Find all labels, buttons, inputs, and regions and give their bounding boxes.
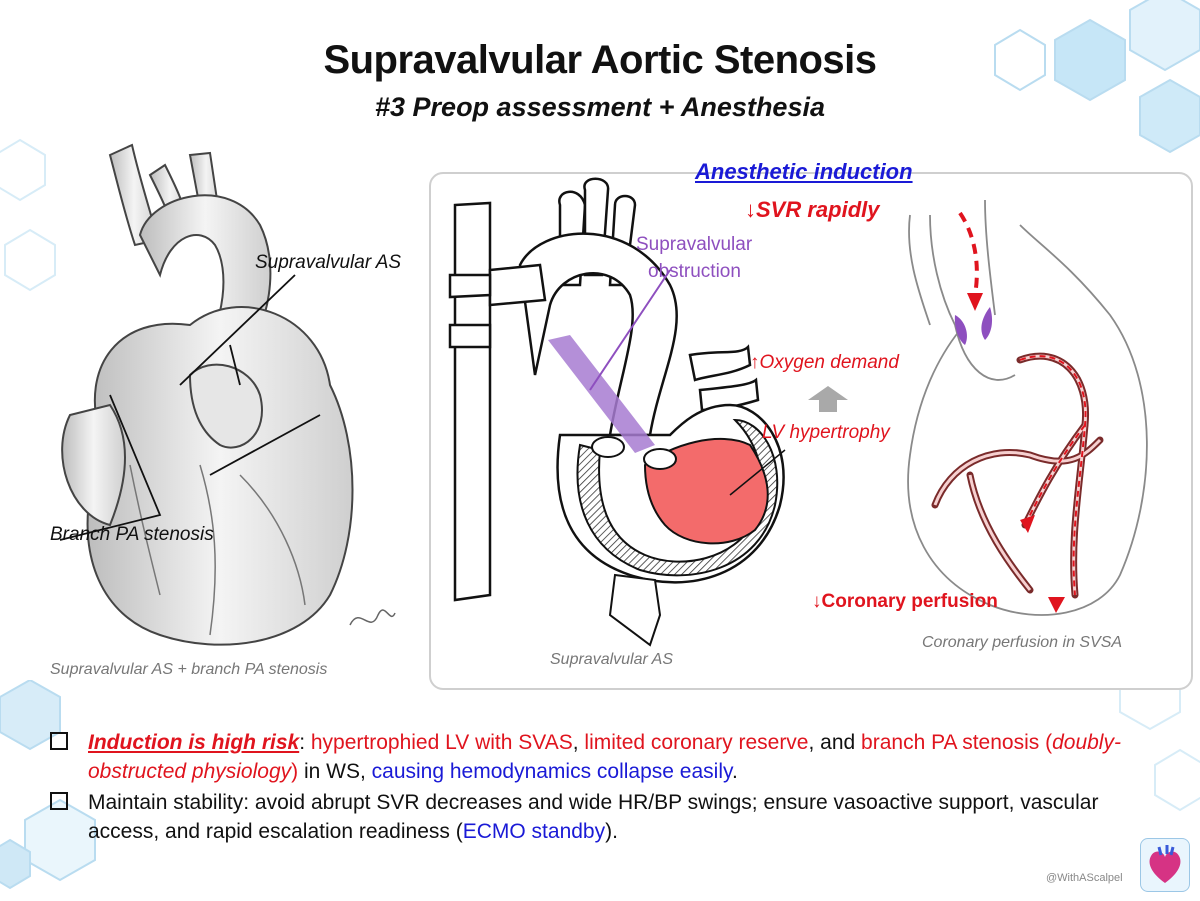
lv-hypertrophy-label: LV hypertrophy xyxy=(762,422,890,443)
coronary-perfusion-label: ↓Coronary perfusion xyxy=(812,591,998,612)
checkbox-square-icon xyxy=(50,792,68,810)
oxygen-demand-label: ↑Oxygen demand xyxy=(750,352,899,373)
anesthetic-induction-heading: Anesthetic induction xyxy=(695,159,913,184)
page-title: Supravalvular Aortic Stenosis xyxy=(323,38,877,82)
up-arrow-icon xyxy=(808,386,848,412)
bullet-2: Maintain stability: avoid abrupt SVR dec… xyxy=(50,788,1160,846)
author-handle: @WithAScalpel xyxy=(1046,872,1123,884)
svr-rapidly-label: ↓SVR rapidly xyxy=(745,197,880,222)
heart-cross-section-diagram xyxy=(448,177,786,647)
hexagon-decoration-left xyxy=(0,138,56,292)
obstruction-label-line2: obstruction xyxy=(648,261,741,282)
coronary-perfusion-diagram xyxy=(907,199,1148,616)
caption-left-figure: Supravalvular AS + branch PA stenosis xyxy=(50,661,328,678)
checkbox-square-icon xyxy=(50,732,68,750)
caption-heart-cross-section: Supravalvular AS xyxy=(550,651,674,668)
heart-external-illustration xyxy=(59,143,396,646)
hexagon-decoration-bottom-left xyxy=(0,680,96,890)
caption-coronary-diagram: Coronary perfusion in SVSA xyxy=(922,634,1123,651)
obstruction-label-line1: Supravalvular xyxy=(636,234,753,255)
anesthesia-panel xyxy=(429,172,1193,690)
hexagon-decoration-top-right xyxy=(994,0,1200,154)
page-subtitle: #3 Preop assessment + Anesthesia xyxy=(375,92,825,122)
bullet-list: Induction is high risk: hypertrophied LV… xyxy=(50,728,1160,848)
label-supravalvular-as: Supravalvular AS xyxy=(255,252,402,273)
bullet-1: Induction is high risk: hypertrophied LV… xyxy=(50,728,1160,786)
label-branch-pa-stenosis: Branch PA stenosis xyxy=(50,524,214,545)
heart-logo-icon xyxy=(1140,838,1190,892)
